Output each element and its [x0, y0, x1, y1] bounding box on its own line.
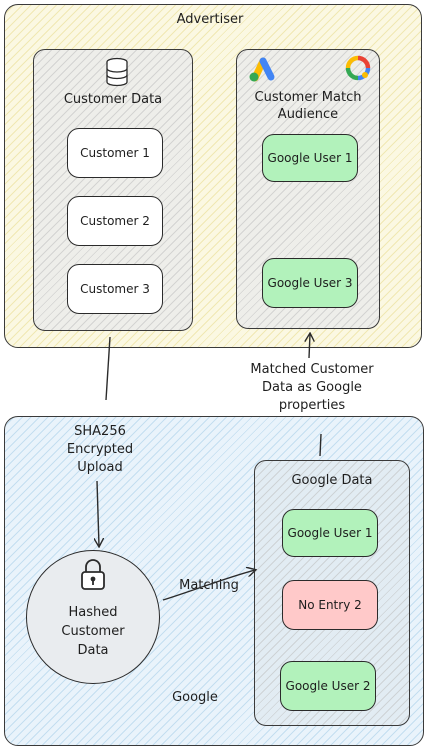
matched-arrow: [309, 334, 310, 359]
matched-label-line1: Matched Customer: [250, 362, 374, 377]
hashed-line1: Hashed: [68, 605, 118, 620]
match-card-google-user-1: Google User 1: [262, 134, 358, 182]
google-ads-icon: [247, 55, 277, 83]
matched-label-line3: properties: [278, 398, 346, 413]
lock-icon: [79, 557, 107, 591]
upload-label-line1: SHA256: [74, 424, 126, 439]
hashed-line3: Data: [77, 643, 109, 658]
customer-card-1: Customer 1: [67, 128, 163, 178]
upload-line: [105, 336, 111, 401]
customer-match-title-line2: Audience: [277, 107, 339, 122]
match-card-google-user-3: Google User 3: [262, 258, 358, 308]
google-data-user-2: Google User 2: [280, 661, 376, 711]
google-analytics-icon: [345, 55, 371, 81]
database-icon: [104, 57, 130, 87]
google-data-no-entry-2: No Entry 2: [282, 580, 378, 630]
upload-label-line3: Upload: [77, 460, 123, 475]
customer-data-title: Customer Data: [63, 92, 163, 107]
customer-card-3: Customer 3: [67, 264, 163, 314]
upload-arrow: [97, 480, 99, 546]
matched-label-line2: Data as Google: [262, 380, 362, 395]
customer-card-2: Customer 2: [67, 196, 163, 246]
google-data-up-line: [319, 433, 322, 457]
google-data-title: Google Data: [291, 473, 373, 488]
google-data-user-1: Google User 1: [282, 509, 378, 557]
upload-label-line2: Encrypted: [66, 442, 134, 457]
matching-arrow: [162, 570, 255, 601]
hashed-line2: Customer: [61, 624, 125, 639]
customer-match-title-line1: Customer Match: [254, 90, 362, 105]
google-title: Google: [172, 690, 218, 705]
advertiser-title: Advertiser: [176, 12, 244, 27]
